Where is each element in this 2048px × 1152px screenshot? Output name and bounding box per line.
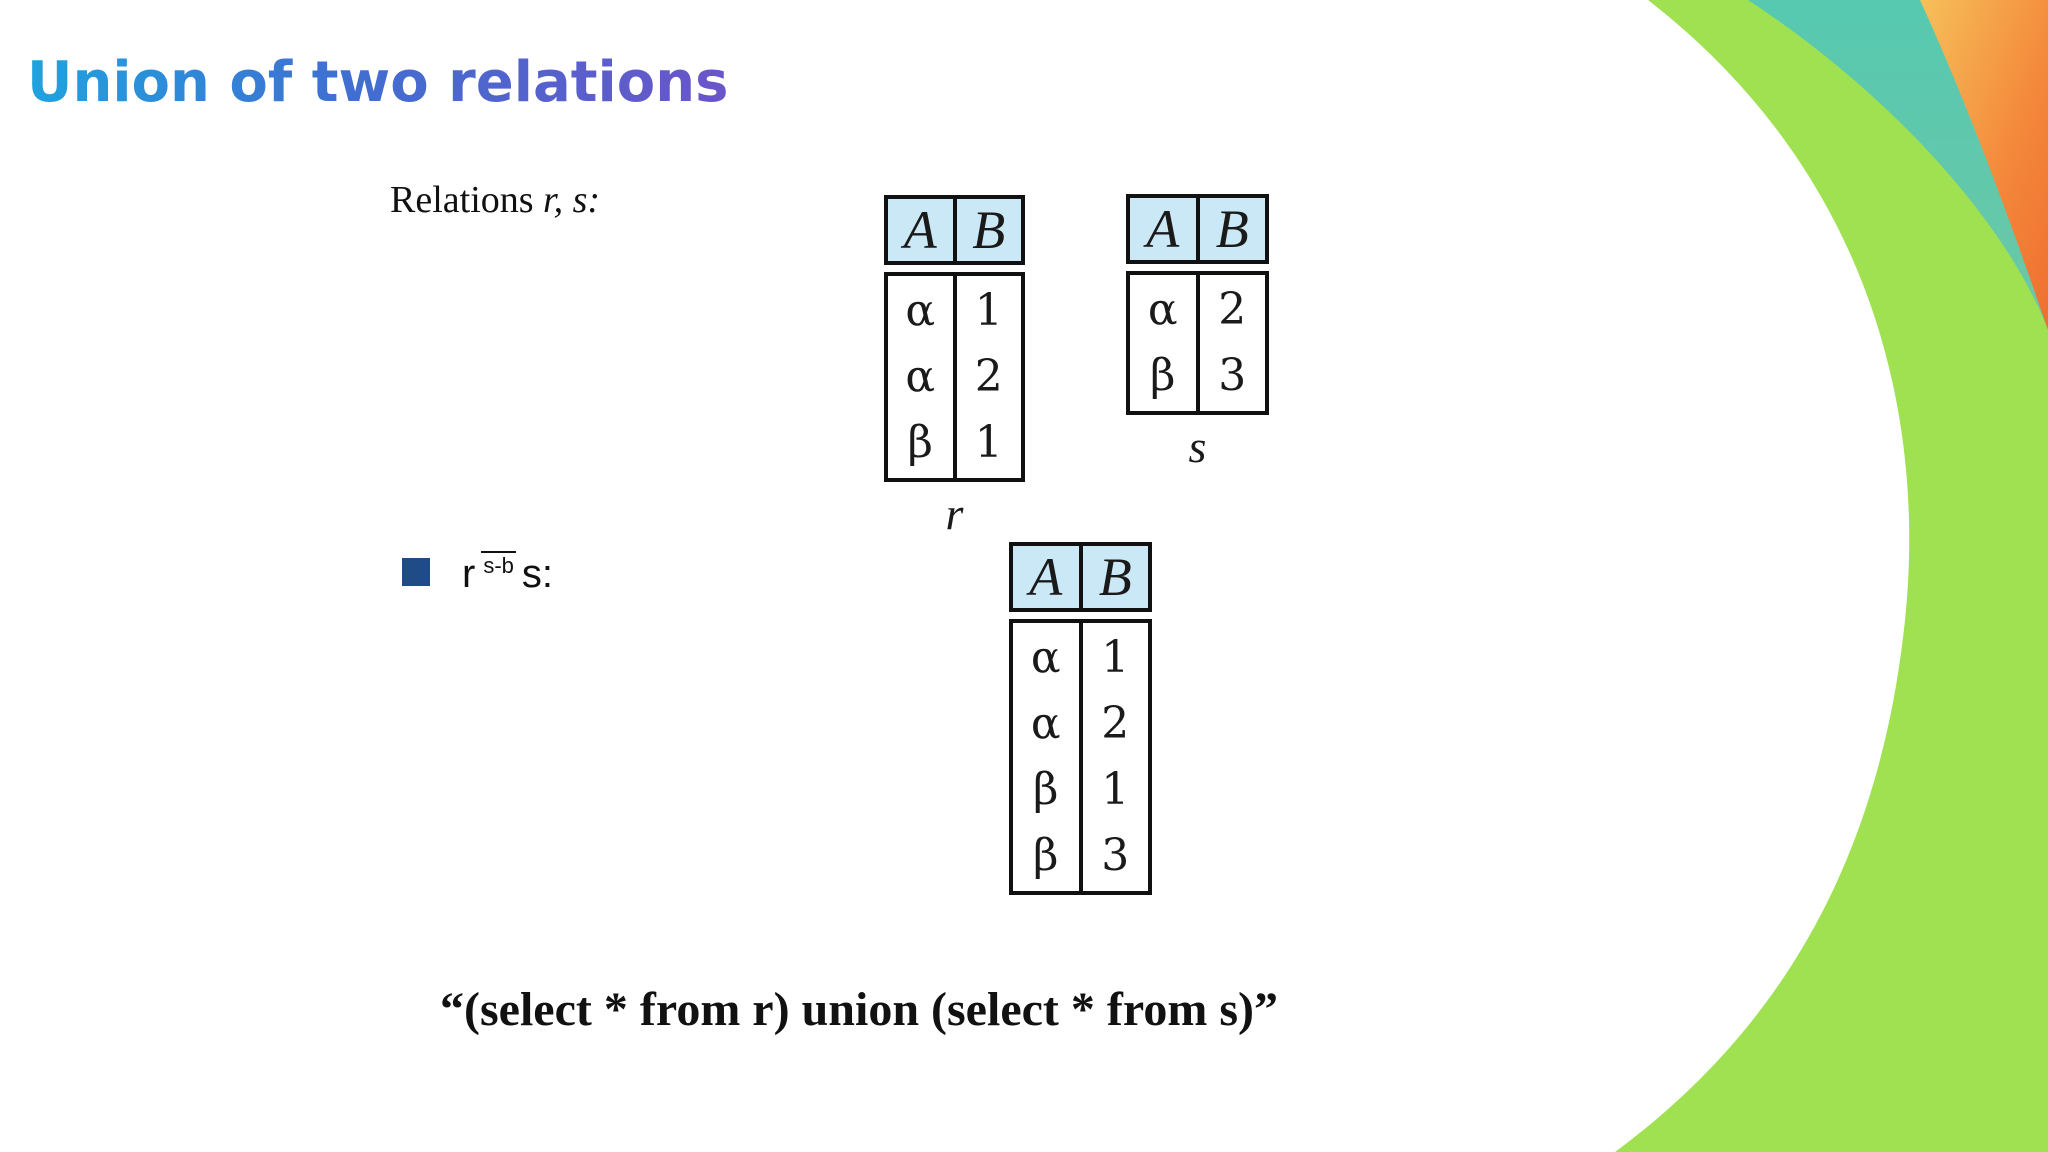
green-wave-shape [1615, 0, 2048, 1152]
relation-r-caption: r [945, 488, 964, 539]
table-cell: 3 [1101, 830, 1130, 881]
result-body: α α β β 1 2 1 3 [1009, 619, 1152, 895]
table-cell: α [905, 285, 936, 336]
column-b: 1 2 1 [952, 276, 1022, 478]
table-cell: 1 [1101, 632, 1130, 683]
table-cell: β [1033, 830, 1059, 881]
orange-corner-shape [1920, 0, 2048, 330]
table-cell: α [1030, 698, 1061, 749]
header-cell: A [1029, 547, 1063, 607]
square-bullet-icon [402, 558, 430, 586]
relation-r-table: A B α α β 1 2 1 r [884, 195, 1025, 540]
table-cell: α [1147, 284, 1178, 335]
table-cell: 2 [974, 351, 1003, 402]
table-cell: β [1150, 350, 1176, 401]
expression-right: s: [521, 552, 554, 596]
column-b: 2 3 [1195, 275, 1266, 411]
intro-variables: r, s: [543, 179, 601, 221]
slide-title: Union of two relations [27, 46, 728, 120]
table-cell: 1 [1101, 764, 1130, 815]
relation-s-body: α β 2 3 [1126, 271, 1269, 415]
table-cell: β [1033, 764, 1059, 815]
column-a: α α β [888, 276, 953, 478]
header-cell: A [903, 200, 937, 260]
union-result-table: A B α α β β 1 2 1 3 [1009, 542, 1152, 895]
column-a: α α β β [1013, 623, 1079, 891]
expression-left: r [462, 552, 476, 596]
table-cell: 1 [974, 285, 1003, 336]
table-cell: α [1030, 632, 1061, 683]
union-operator: s-b [481, 550, 516, 578]
relation-r-header: A B [884, 195, 1025, 265]
header-cell: B [952, 199, 1022, 261]
relation-s-header: A B [1126, 194, 1269, 264]
white-lens-shape [0, 0, 1909, 1152]
relation-r-body: α α β 1 2 1 [884, 272, 1025, 482]
header-cell: B [1078, 546, 1149, 608]
intro-prefix: Relations [390, 179, 544, 221]
table-cell: 2 [1101, 698, 1130, 749]
sql-query: “(select * from r) union (select * from … [440, 983, 1278, 1036]
relation-s-caption: s [1188, 421, 1207, 472]
header-cell: A [1146, 199, 1180, 259]
relation-s-table: A B α β 2 3 s [1126, 194, 1269, 473]
header-cell: B [1195, 198, 1266, 260]
table-cell: 3 [1218, 350, 1247, 401]
relations-intro: Relations r, s: [390, 178, 600, 222]
result-header: A B [1009, 542, 1152, 612]
table-cell: 2 [1218, 284, 1247, 335]
table-cell: α [905, 351, 936, 402]
column-a: α β [1130, 275, 1196, 411]
table-cell: 1 [974, 417, 1003, 468]
table-cell: β [907, 417, 933, 468]
column-b: 1 2 1 3 [1078, 623, 1149, 891]
